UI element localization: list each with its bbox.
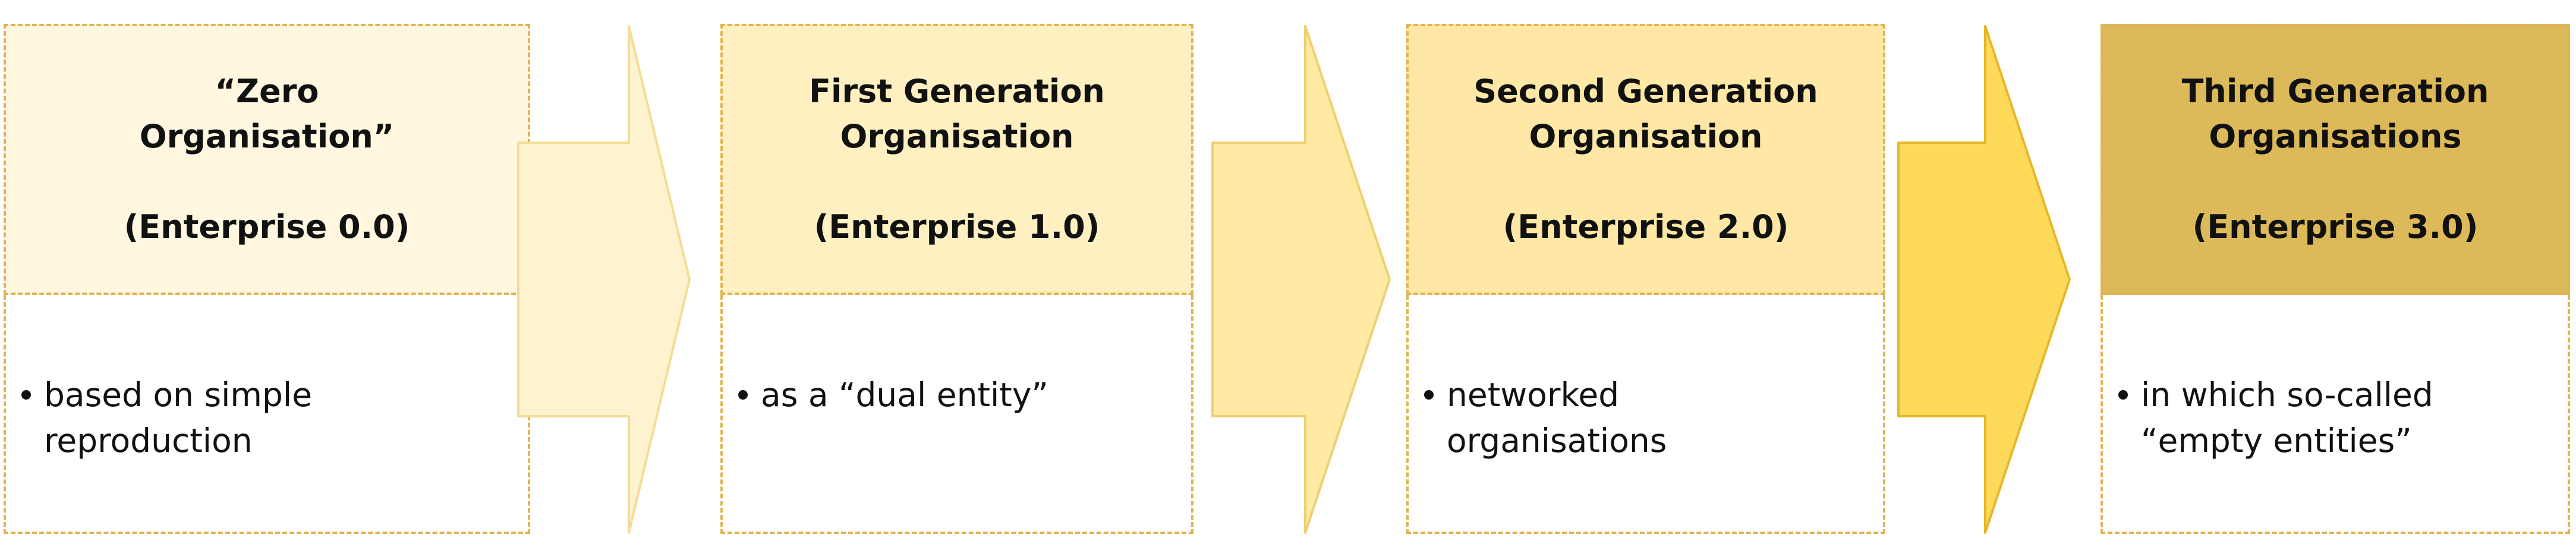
stage-first-body: as a “dual entity” <box>720 295 1193 534</box>
arrow-right-icon <box>1211 25 1391 534</box>
stage-zero-body: based on simple reproduction <box>4 295 530 534</box>
bullet-dot-icon <box>21 390 31 400</box>
stage-first-header: First Generation Organisation (Enterpris… <box>720 24 1193 295</box>
arrow-1-shape <box>517 25 691 534</box>
stage-first-title-line-1: First Generation <box>809 73 1105 110</box>
stage-second-title-line-2: Organisation <box>1529 118 1763 155</box>
stage-third-title-line-1: Third Generation <box>2181 73 2489 110</box>
stage-first-subtitle: (Enterprise 1.0) <box>814 208 1100 246</box>
arrow-right-icon <box>517 25 691 534</box>
stage-zero-bullet: based on simple reproduction <box>21 372 516 464</box>
stage-third-bullet-text: in which so-called “empty entities” <box>2141 376 2433 460</box>
stage-zero-title-line-1: “Zero <box>215 73 319 110</box>
bullet-dot-icon <box>738 390 748 400</box>
stage-second-bullet: networked organisations <box>1424 372 1871 464</box>
arrow-2-shape <box>1211 25 1391 534</box>
stage-zero-subtitle: (Enterprise 0.0) <box>124 208 410 246</box>
stage-second-body: networked organisations <box>1406 295 1885 534</box>
arrow-right-icon <box>1897 25 2071 534</box>
arrow-3-shape <box>1897 25 2071 534</box>
stage-zero-header: “Zero Organisation” (Enterprise 0.0) <box>4 24 530 295</box>
stage-third-bullet: in which so-called “empty entities” <box>2118 372 2556 464</box>
stage-first-title-line-2: Organisation <box>840 118 1074 155</box>
stage-second-subtitle: (Enterprise 2.0) <box>1503 208 1789 246</box>
stage-third-title-line-2: Organisations <box>2209 118 2462 155</box>
stage-second-bullet-text: networked organisations <box>1447 376 1667 460</box>
stage-second-header: Second Generation Organisation (Enterpri… <box>1406 24 1885 295</box>
bullet-dot-icon <box>1424 390 1434 400</box>
stage-first-bullet: as a “dual entity” <box>738 372 1179 418</box>
stage-third-subtitle: (Enterprise 3.0) <box>2192 208 2479 246</box>
stage-zero-title-line-2: Organisation” <box>139 118 395 155</box>
bullet-dot-icon <box>2118 390 2128 400</box>
stage-third-header: Third Generation Organisations (Enterpri… <box>2101 24 2570 295</box>
stage-second-title-line-1: Second Generation <box>1473 73 1818 110</box>
stage-first-bullet-text: as a “dual entity” <box>761 376 1048 414</box>
stage-third-body: in which so-called “empty entities” <box>2101 295 2570 534</box>
stage-zero-bullet-text: based on simple reproduction <box>44 376 313 460</box>
